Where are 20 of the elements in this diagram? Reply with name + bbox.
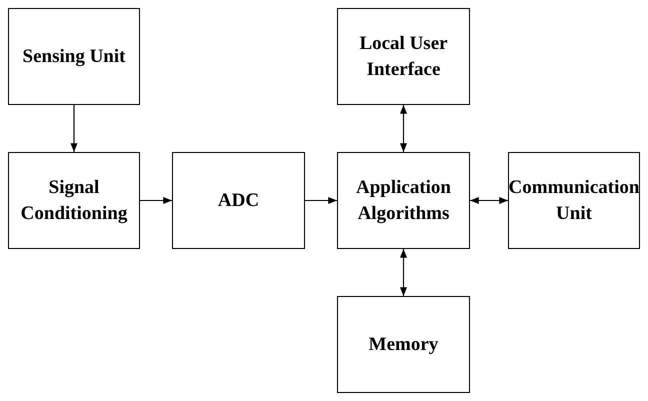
- process-box: [337, 152, 470, 249]
- box-label: Local User Interface: [358, 32, 449, 82]
- box-label: Communication Unit: [508, 176, 640, 226]
- process-box: [8, 152, 140, 249]
- box-label: Application Algorithms: [354, 176, 452, 226]
- arrow: [305, 196, 337, 204]
- arrow: [400, 249, 408, 296]
- process-box: [337, 296, 470, 393]
- arrow: [470, 196, 508, 204]
- arrow: [140, 196, 172, 204]
- box-label: Sensing Unit: [22, 44, 126, 69]
- arrow: [400, 105, 408, 152]
- process-box: [337, 8, 470, 105]
- box-label: Signal Conditioning: [20, 176, 128, 226]
- box-label: Memory: [368, 332, 438, 357]
- box-label: ADC: [218, 188, 260, 213]
- process-box: [508, 152, 640, 249]
- process-box: [8, 8, 140, 105]
- arrow: [70, 105, 78, 152]
- process-box: [172, 152, 305, 249]
